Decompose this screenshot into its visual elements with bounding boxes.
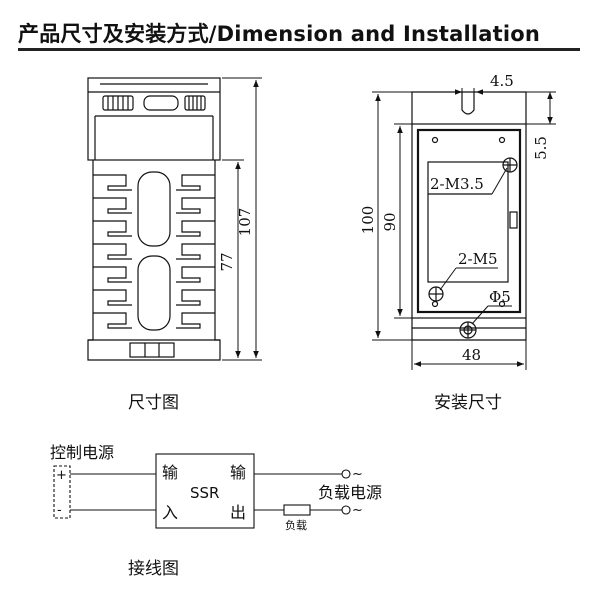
fin-left [93,266,132,283]
ssr-input-top-label: 输 [162,463,178,482]
leader-lines [428,167,512,325]
screw-label-m35: 2-M3.5 [430,175,484,193]
fin-right [176,197,215,214]
load-resistor [283,504,311,516]
dimension-front-view [87,77,221,361]
fin-left [93,197,132,214]
housing-outline [87,77,221,161]
ssr-label: SSR [190,484,219,502]
load-label: 负载 [285,518,307,532]
fin-left [93,243,132,260]
ssr-box [155,453,255,529]
heatsink-channel-lower [137,255,171,331]
dimension-slot-depth: 5.5 [532,136,550,160]
terminal-middle-icon [143,95,179,111]
ssr-output-top-label: 输 [230,463,246,482]
fin-left [93,174,132,191]
mount-hole-bottom-icon [459,321,477,339]
dimension-lines-right [372,88,556,370]
ac-symbol-bottom: ~ [352,503,363,518]
hole-diameter-label: Φ5 [489,288,511,306]
fin-right [176,220,215,237]
fin-right [176,266,215,283]
side-marker [509,211,518,229]
dimension-height-heatsink: 77 [218,252,236,271]
screw-m5-icon [428,286,444,302]
caption-install: 安装尺寸 [434,393,502,413]
fin-right [176,312,215,329]
load-power-label: 负载电源 [318,483,382,502]
mounting-plate-inner [416,128,522,314]
dimension-height-inner: 90 [381,212,399,231]
ac-terminal-bottom [341,505,351,515]
fin-left [93,312,132,329]
terminal-right-icon [184,95,206,111]
screw-m35-top-icon [502,157,518,173]
ssr-input-bottom-label: 入 [162,503,178,522]
fin-left [93,220,132,237]
wiring-diagram [53,453,351,529]
control-power-label: 控制电源 [50,443,114,462]
caption-dimension: 尺寸图 [128,393,179,413]
fin-right [176,174,215,191]
ssr-output-bottom-label: 出 [230,503,246,522]
title-underline [18,48,580,51]
heatsink-fins [93,174,215,329]
fin-right [176,289,215,306]
minus-label: - [57,503,62,518]
install-outline-view [411,91,527,341]
control-power-box [53,465,71,519]
heatsink-channel-upper [137,171,171,247]
dimension-height-total: 107 [236,208,254,237]
ac-terminal-top [341,469,351,479]
dimension-lines-left [222,77,262,361]
terminal-left-icon [102,95,134,111]
top-slot [461,92,475,115]
caption-wiring: 接线图 [128,559,179,579]
page-title: 产品尺寸及安装方式/Dimension and Installation [18,22,541,46]
ac-symbol-top: ~ [352,467,363,482]
label-window [427,161,509,283]
dimension-height-outer: 100 [359,206,377,235]
fin-right [176,243,215,260]
dimension-width: 48 [462,346,481,364]
screw-label-m5: 2-M5 [458,250,498,268]
dimension-slot-width: 4.5 [490,72,514,90]
fin-left [93,289,132,306]
plus-label: + [56,468,67,483]
base-tab [129,342,175,358]
mounting-plate-outer [411,123,527,319]
